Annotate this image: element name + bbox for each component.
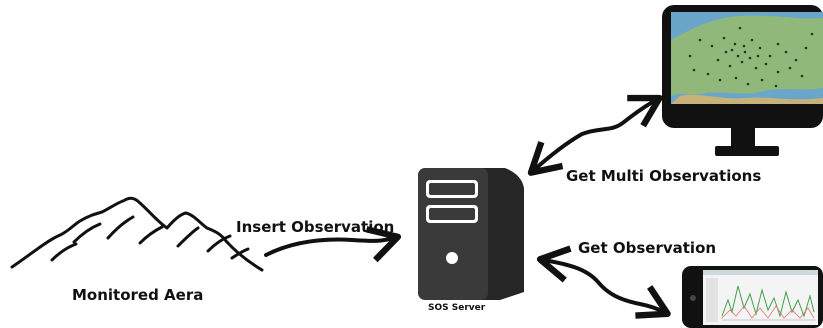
smartphone-chart-icon [682, 266, 823, 328]
get-observation-label: Get Observation [578, 239, 717, 257]
monitored-area-label: Monitored Aera [72, 286, 204, 304]
mountain-icon [10, 196, 264, 272]
insert-arrow [264, 226, 402, 263]
insert-observation-label: Insert Observation [236, 218, 395, 236]
multi-observations-arrow [527, 94, 663, 176]
monitor-map-icon [662, 5, 823, 156]
server-icon [418, 168, 524, 300]
get-multi-observations-label: Get Multi Observations [566, 167, 762, 185]
sos-server-label: SOS Server [428, 303, 486, 313]
get-observation-arrow [536, 245, 671, 319]
